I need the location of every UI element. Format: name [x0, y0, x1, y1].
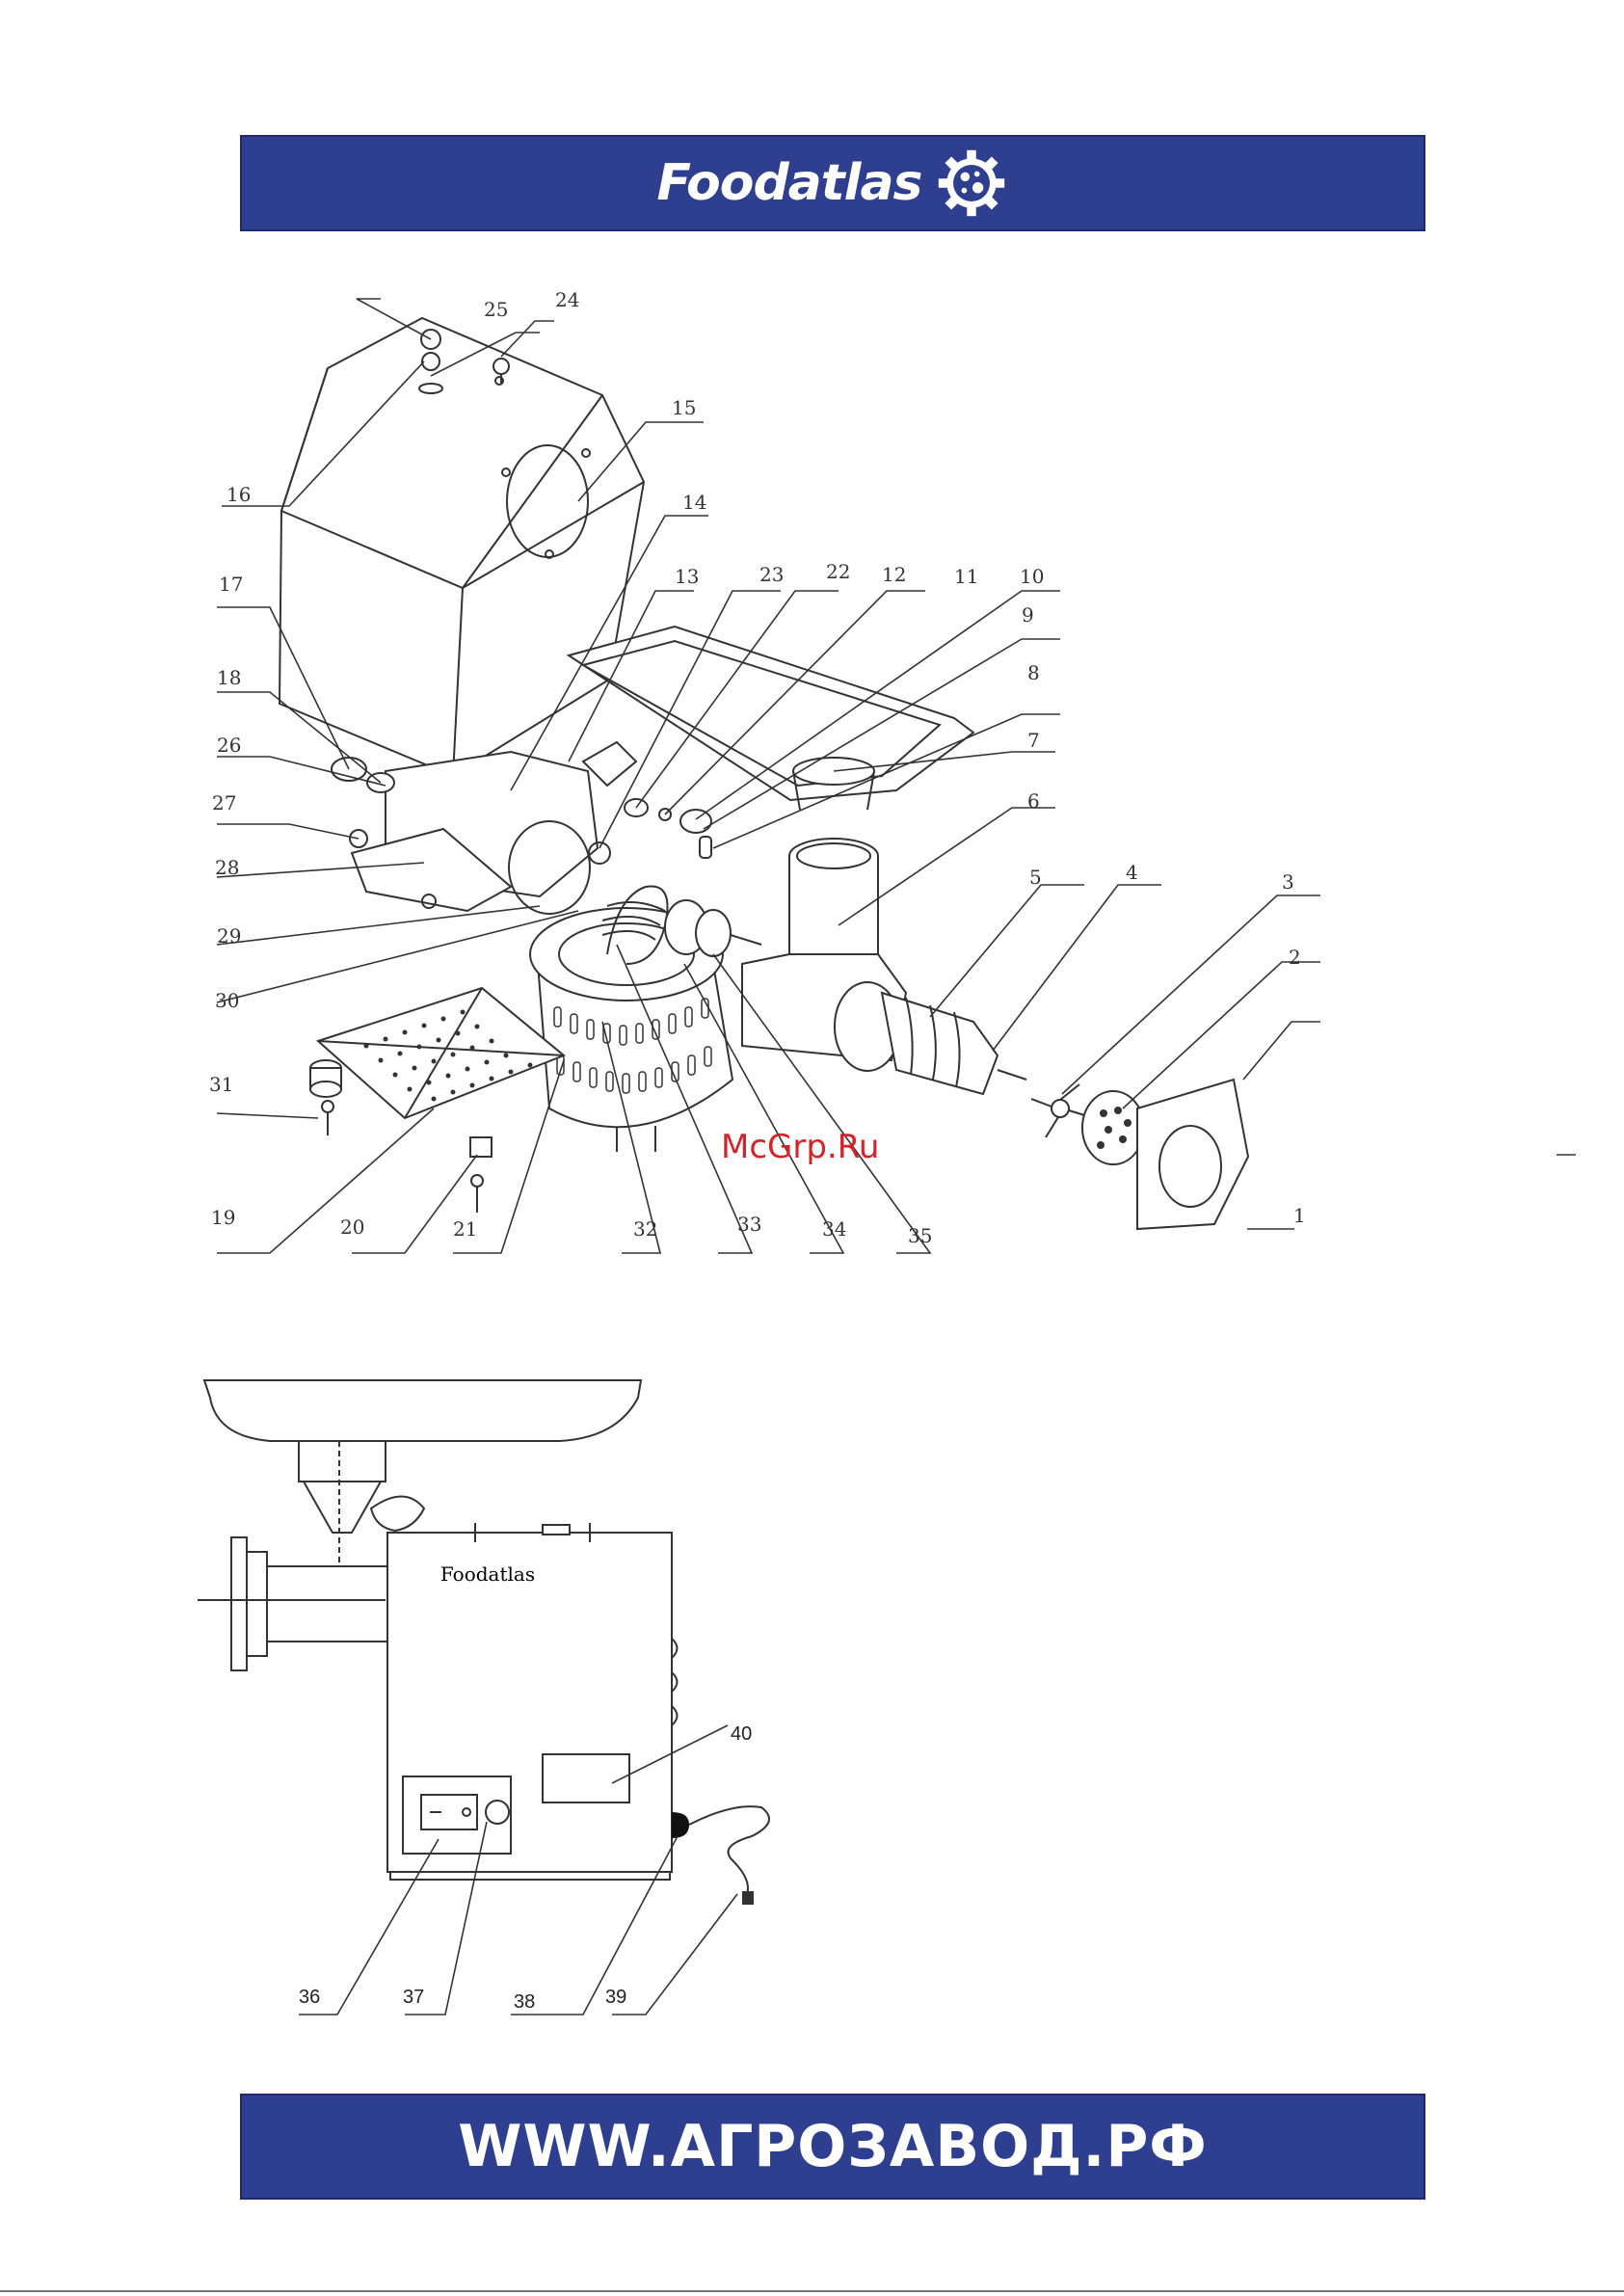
auger-screw: [835, 982, 1026, 1094]
base-plate: [318, 988, 564, 1118]
callout-5: 5: [1029, 866, 1042, 889]
callout-32: 32: [633, 1217, 657, 1241]
callout-6: 6: [1027, 789, 1040, 813]
callout-30: 30: [215, 989, 239, 1012]
callout-20: 20: [340, 1215, 364, 1239]
bearing-shaft: [665, 900, 761, 956]
callout-4: 4: [1126, 861, 1138, 884]
callout-8: 8: [1027, 661, 1040, 684]
callout-12: 12: [882, 563, 906, 586]
callout-29: 29: [217, 924, 241, 948]
callout-1: 1: [1293, 1204, 1306, 1227]
callout-11: 11: [954, 565, 978, 588]
callout-14: 14: [682, 491, 706, 514]
website-link[interactable]: WWW.АГРОЗАВОД.РФ: [458, 2113, 1208, 2180]
callout-19: 19: [211, 1206, 235, 1229]
callout-3: 3: [1282, 870, 1294, 894]
small-parts: [589, 799, 711, 864]
grinding-plate: [1082, 1091, 1144, 1164]
callout-21: 21: [453, 1217, 477, 1241]
housing-brand-label: Foodatlas: [440, 1562, 535, 1586]
callout-18: 18: [217, 666, 241, 689]
callout-26: 26: [217, 734, 241, 757]
ring-nut: [1137, 1080, 1248, 1229]
callout-25: 25: [484, 298, 508, 321]
callout-34: 34: [822, 1217, 846, 1241]
callout-23: 23: [759, 563, 784, 586]
callout-35: 35: [908, 1224, 932, 1247]
callout-38: 38: [514, 1991, 535, 2013]
callout-28: 28: [215, 856, 239, 879]
callout-10: 10: [1020, 565, 1044, 588]
callout-27: 27: [212, 791, 236, 814]
feed-tray: [569, 627, 973, 810]
callout-17: 17: [219, 573, 243, 596]
callout-31: 31: [209, 1073, 233, 1096]
callout-33: 33: [737, 1213, 761, 1236]
gearbox-casting: [332, 742, 636, 914]
callout-7: 7: [1027, 729, 1040, 752]
side-view: Foodatlas: [198, 1380, 769, 1905]
callout-40: 40: [731, 1723, 752, 1745]
footer-banner: WWW.АГРОЗАВОД.РФ: [240, 2094, 1425, 2200]
callout-39: 39: [605, 1987, 626, 2008]
callout-22: 22: [826, 560, 850, 583]
callout-15: 15: [672, 396, 696, 419]
callout-13: 13: [675, 565, 699, 588]
callout-2: 2: [1289, 946, 1301, 969]
callout-24: 24: [555, 288, 579, 311]
callout-36: 36: [299, 1987, 320, 2008]
callout-16: 16: [226, 483, 251, 506]
watermark-text: McGrp.Ru: [721, 1128, 879, 1166]
housing-cover: [280, 318, 644, 776]
bottom-rule: [0, 2290, 1624, 2292]
callout-37: 37: [403, 1987, 424, 2008]
callout-9: 9: [1022, 603, 1034, 627]
